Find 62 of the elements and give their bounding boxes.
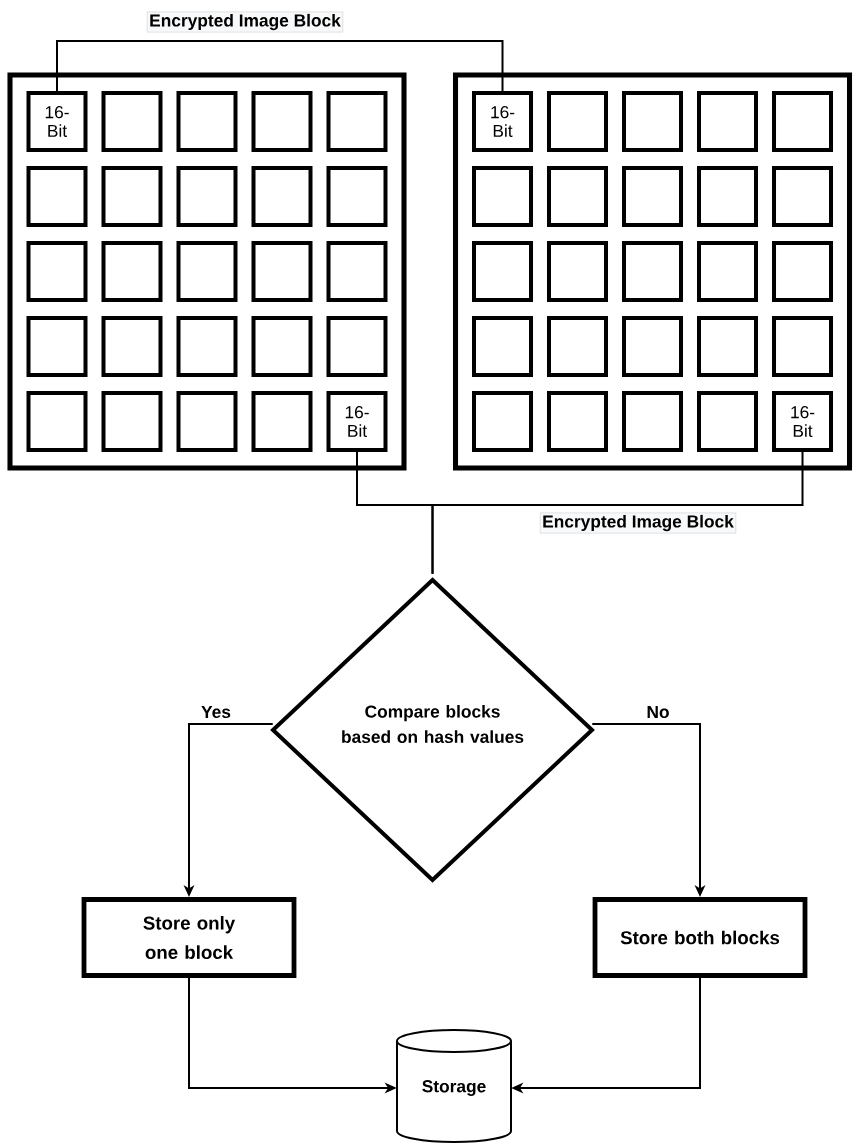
pixel-block [101, 241, 163, 302]
edge-label: No [644, 703, 672, 721]
pixel-block [101, 166, 163, 227]
pixel-block [251, 316, 313, 377]
pixel-block [622, 391, 683, 452]
pixel-block [326, 241, 388, 302]
pixel-block [772, 316, 833, 377]
image-block-grid [452, 72, 853, 471]
pixel-block [547, 391, 608, 452]
pixel-block [772, 91, 833, 152]
pixel-block [251, 166, 313, 227]
pixel-block [26, 241, 88, 302]
image-block-grid [7, 72, 407, 471]
pixel-block [176, 91, 238, 152]
pixel-block [472, 166, 533, 227]
pixel-block [326, 166, 388, 227]
pixel-block [101, 91, 163, 152]
process-box: Store only one block [81, 897, 297, 978]
pixel-block: 16-Bit [326, 391, 388, 452]
pixel-block [622, 166, 683, 227]
pixel-block [26, 316, 88, 377]
pixel-block [176, 241, 238, 302]
pixel-block [772, 166, 833, 227]
pixel-block [547, 241, 608, 302]
connector-line [431, 451, 804, 575]
pixel-block [176, 166, 238, 227]
pixel-block [622, 241, 683, 302]
edge-label: Encrypted Image Block [146, 11, 344, 33]
storage-cylinder: Storage [396, 1029, 512, 1143]
pixel-block [251, 241, 313, 302]
pixel-block [176, 391, 238, 452]
pixel-block [472, 316, 533, 377]
pixel-block [697, 391, 758, 452]
process-box: Store both blocks [592, 897, 808, 978]
pixel-block [326, 91, 388, 152]
pixel-block [547, 91, 608, 152]
pixel-block: 16-Bit [772, 391, 833, 452]
pixel-block [101, 391, 163, 452]
pixel-block [26, 391, 88, 452]
pixel-block: 16-Bit [472, 91, 533, 152]
pixel-block [697, 241, 758, 302]
edge-label: Encrypted Image Block [539, 512, 737, 534]
connector-line [56, 40, 504, 92]
pixel-block [251, 391, 313, 452]
pixel-block [547, 316, 608, 377]
pixel-block [251, 91, 313, 152]
pixel-block [697, 316, 758, 377]
pixel-block [101, 316, 163, 377]
pixel-block [622, 91, 683, 152]
pixel-block [176, 316, 238, 377]
pixel-block [697, 91, 758, 152]
pixel-block: 16-Bit [26, 91, 88, 152]
pixel-block [772, 241, 833, 302]
node-label: Storage [422, 1080, 486, 1096]
pixel-block [697, 166, 758, 227]
pixel-block [326, 316, 388, 377]
edge-label: Yes [199, 703, 233, 721]
pixel-block [472, 391, 533, 452]
pixel-block [472, 241, 533, 302]
pixel-block [622, 316, 683, 377]
pixel-block [547, 166, 608, 227]
pixel-block [26, 166, 88, 227]
